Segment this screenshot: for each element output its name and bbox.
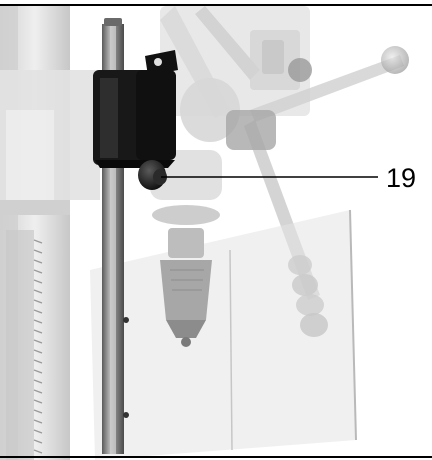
main-column-ghost <box>0 6 100 460</box>
locking-knob-19 <box>138 160 167 190</box>
bottom-border <box>0 456 432 458</box>
top-border <box>0 4 432 6</box>
depth-stop-clamp <box>93 50 178 168</box>
callout-number-19: 19 <box>386 163 416 193</box>
column-rack-teeth <box>33 239 43 454</box>
drill-chuck <box>160 228 212 347</box>
chip-guard-ghost <box>90 209 357 460</box>
